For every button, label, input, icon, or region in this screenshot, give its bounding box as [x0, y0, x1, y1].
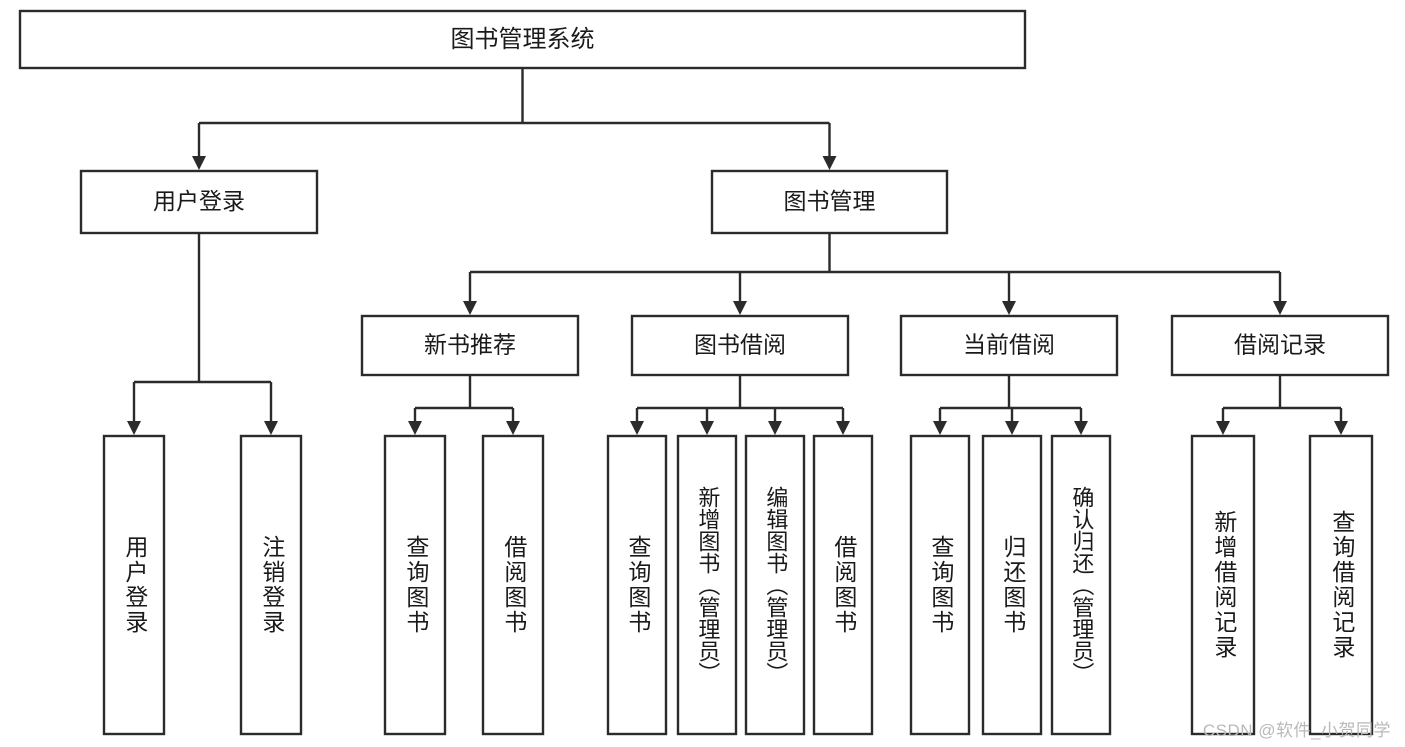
conn-book-borrow-arrow-leaf-query-book-2	[630, 421, 644, 435]
leaf-node-leaf-user-login[interactable]	[102, 434, 166, 736]
node-label-current-borrow: 当前借阅	[963, 332, 1055, 358]
leaf-node-leaf-borrow-book-2[interactable]	[812, 434, 874, 736]
leaf-node-leaf-query-borrow-record[interactable]	[1308, 434, 1374, 736]
node-borrow-record[interactable]	[1170, 314, 1390, 377]
conn-new-book-arrow-leaf-query-book-1	[408, 421, 422, 435]
conn-book-manage-arrow-new-book-recommend	[463, 301, 477, 315]
node-current-borrow[interactable]	[899, 314, 1119, 377]
leaf-node-leaf-query-book-3[interactable]	[909, 434, 971, 736]
conn-current-borrow-arrow-leaf-query-book-3	[933, 421, 947, 435]
conn-user-login-arrow-leaf-user-logout	[264, 421, 278, 435]
leaf-node-leaf-query-book-1[interactable]	[383, 434, 447, 736]
conn-new-book-arrow-leaf-borrow-book-1	[506, 421, 520, 435]
leaf-node-leaf-edit-book-admin[interactable]	[744, 434, 806, 736]
node-book-manage[interactable]	[710, 169, 949, 235]
boxes-layer	[18, 9, 1390, 736]
leaf-node-leaf-confirm-return-admin[interactable]	[1050, 434, 1112, 736]
node-label-new-book-recommend: 新书推荐	[424, 332, 516, 358]
node-label-borrow-record: 借阅记录	[1234, 332, 1326, 358]
conn-book-borrow-arrow-leaf-add-book-admin	[700, 421, 714, 435]
leaf-node-leaf-borrow-book-1[interactable]	[481, 434, 545, 736]
node-label-root: 图书管理系统	[451, 26, 595, 53]
leaf-node-leaf-add-book-admin[interactable]	[676, 434, 738, 736]
node-root[interactable]	[18, 9, 1027, 70]
conn-user-login-arrow-leaf-user-login	[127, 421, 141, 435]
conn-book-borrow-arrow-leaf-borrow-book-2	[836, 421, 850, 435]
leaf-node-leaf-user-logout[interactable]	[239, 434, 303, 736]
conn-root-arrow-user-login	[192, 156, 206, 170]
watermark: CSDN @软件_小贺同学	[1202, 721, 1391, 740]
conn-current-borrow-arrow-leaf-confirm-return-admin	[1074, 421, 1088, 435]
conn-borrow-record-arrow-leaf-add-borrow-record	[1216, 421, 1230, 435]
conn-root-arrow-book-manage	[822, 156, 837, 170]
node-user-login[interactable]	[79, 169, 319, 235]
leaf-node-leaf-query-book-2[interactable]	[606, 434, 668, 736]
node-label-book-manage: 图书管理	[784, 188, 876, 214]
conn-book-borrow-arrow-leaf-edit-book-admin	[768, 421, 782, 435]
node-label-user-login: 用户登录	[153, 188, 245, 214]
conn-current-borrow-arrow-leaf-return-book	[1005, 421, 1019, 435]
leaf-node-leaf-add-borrow-record[interactable]	[1190, 434, 1256, 736]
node-label-book-borrow: 图书借阅	[694, 332, 786, 358]
leaf-node-leaf-return-book[interactable]	[981, 434, 1043, 736]
node-new-book-recommend[interactable]	[360, 314, 580, 377]
conn-book-manage-arrow-borrow-record	[1273, 301, 1287, 315]
node-book-borrow[interactable]	[630, 314, 850, 377]
connectors-layer	[127, 68, 1348, 435]
conn-book-manage-arrow-book-borrow	[733, 301, 747, 315]
conn-book-manage-arrow-current-borrow	[1002, 301, 1016, 315]
conn-borrow-record-arrow-leaf-query-borrow-record	[1334, 421, 1348, 435]
